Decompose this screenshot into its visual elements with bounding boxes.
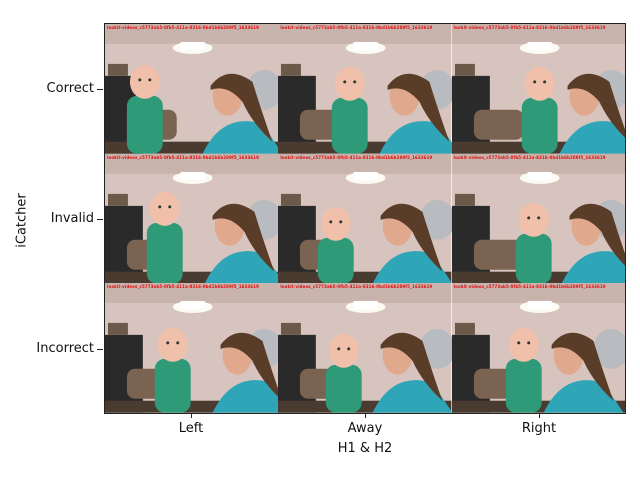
frame-image	[278, 283, 452, 413]
video-timestamp-label: lookit-videos_c5773ab5-0fb5-411a-8316-0b…	[453, 25, 606, 30]
x-axis-title: H1 & H2	[337, 441, 393, 456]
frame-image	[451, 24, 625, 154]
video-frame: lookit-videos_c5773ab5-0fb5-411a-8316-0b…	[105, 283, 279, 413]
col-tick	[539, 413, 540, 418]
video-timestamp-label: lookit-videos_c5773ab5-0fb5-411a-8316-0b…	[453, 284, 606, 290]
row-tick	[97, 219, 103, 220]
row-label-invalid: Invalid	[50, 211, 94, 226]
video-timestamp-label: lookit-videos_c5773ab5-0fb5-411a-8316-0b…	[107, 284, 259, 290]
frame-image	[278, 24, 452, 154]
frame-image	[105, 153, 279, 284]
video-timestamp-label: lookit-videos_c5773ab5-0fb5-411a-8316-0b…	[107, 154, 259, 160]
video-timestamp-label: lookit-videos_c5773ab5-0fb5-411a-8316-0b…	[280, 154, 433, 160]
video-frame: lookit-videos_c5773ab5-0fb5-411a-8316-0b…	[105, 153, 279, 284]
video-timestamp-label: lookit-videos_c5773ab5-0fb5-411a-8316-0b…	[280, 25, 433, 30]
video-frame: lookit-videos_c5773ab5-0fb5-411a-8316-0b…	[451, 153, 625, 284]
video-timestamp-label: lookit-videos_c5773ab5-0fb5-411a-8316-0b…	[280, 284, 433, 290]
frame-image	[105, 283, 279, 413]
frame-grid: lookit-videos_c5773ab5-0fb5-411a-8316-0b…	[104, 23, 626, 414]
col-tick	[365, 413, 366, 418]
row-tick	[97, 89, 103, 90]
video-frame: lookit-videos_c5773ab5-0fb5-411a-8316-0b…	[105, 24, 279, 154]
row-label-incorrect: Incorrect	[36, 341, 94, 356]
video-frame: lookit-videos_c5773ab5-0fb5-411a-8316-0b…	[451, 24, 625, 154]
video-frame: lookit-videos_c5773ab5-0fb5-411a-8316-0b…	[278, 24, 452, 154]
video-timestamp-label: lookit-videos_c5773ab5-0fb5-411a-8316-0b…	[107, 25, 259, 30]
col-tick	[191, 413, 192, 418]
video-timestamp-label: lookit-videos_c5773ab5-0fb5-411a-8316-0b…	[453, 154, 606, 160]
frame-image	[105, 24, 279, 154]
frame-image	[451, 283, 625, 413]
video-frame: lookit-videos_c5773ab5-0fb5-411a-8316-0b…	[451, 283, 625, 413]
video-frame: lookit-videos_c5773ab5-0fb5-411a-8316-0b…	[278, 283, 452, 413]
row-tick	[97, 349, 103, 350]
col-label-right: Right	[521, 421, 557, 436]
row-label-correct: Correct	[46, 81, 94, 96]
col-label-away: Away	[347, 421, 383, 436]
frame-image	[451, 153, 625, 284]
col-label-left: Left	[178, 421, 204, 436]
frame-image	[278, 153, 452, 284]
video-frame: lookit-videos_c5773ab5-0fb5-411a-8316-0b…	[278, 153, 452, 284]
